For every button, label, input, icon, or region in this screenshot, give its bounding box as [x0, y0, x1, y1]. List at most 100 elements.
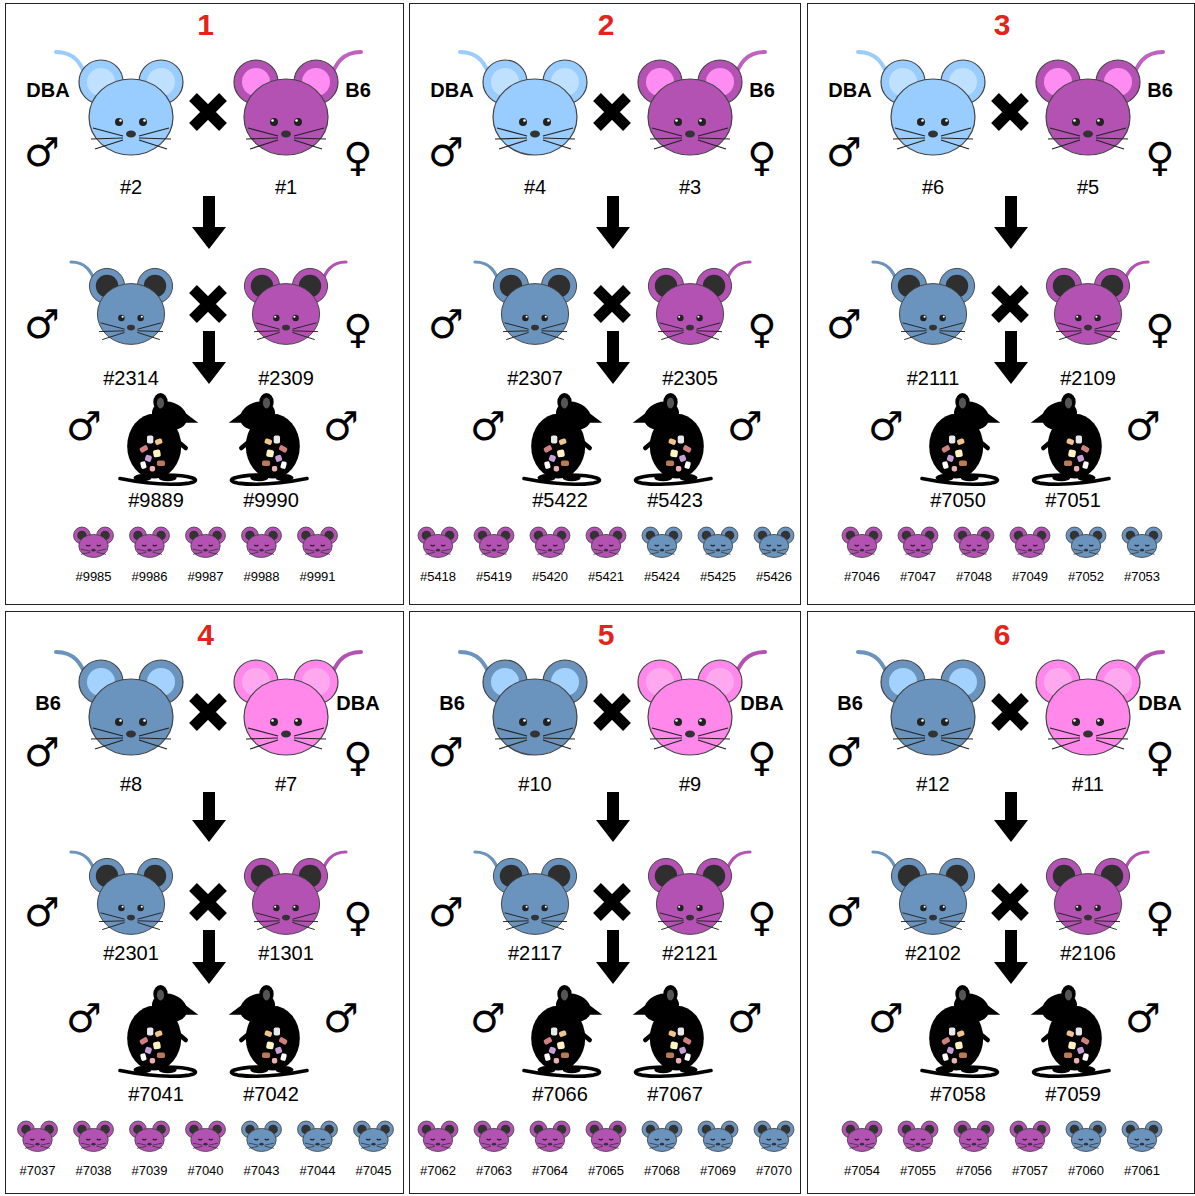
- sex-symbol: ♀: [747, 737, 776, 777]
- panel-number: 2: [598, 10, 615, 40]
- strain-label: DBA: [430, 79, 473, 102]
- cross-panel: 2DBAB6♂♀#4#3♂♀#2307#2305♂♂#5422#5423#541…: [409, 3, 801, 605]
- sex-symbol: ♂: [826, 132, 862, 172]
- mouse-id: #7066: [532, 1083, 588, 1106]
- cross-panel: 5B6DBA♂♀#10#9♂♀#2117#2121♂♂#7066#7067#70…: [409, 611, 801, 1194]
- sex-symbol: ♂: [66, 998, 102, 1038]
- sex-symbol: ♂: [24, 304, 60, 344]
- strain-label: B6: [749, 79, 775, 102]
- sex-symbol: ♂: [1125, 406, 1161, 446]
- sex-symbol: ♂: [428, 892, 464, 932]
- sex-symbol: ♀: [747, 897, 776, 937]
- pup-id: #7049: [1012, 570, 1048, 585]
- strain-label: DBA: [828, 79, 871, 102]
- strain-label: B6: [345, 79, 371, 102]
- strain-label: DBA: [740, 692, 783, 715]
- mouse-id: #2117: [508, 942, 562, 965]
- mouse-id: #2307: [507, 367, 563, 390]
- mouse-id: #5: [1077, 176, 1099, 199]
- strain-label: B6: [1147, 79, 1173, 102]
- sex-symbol: ♂: [826, 892, 862, 932]
- mouse-id: #7: [275, 773, 297, 796]
- sex-symbol: ♂: [24, 892, 60, 932]
- cross-panel: 6B6DBA♂♀#12#11♂♀#2102#2106♂♂#7058#7059#7…: [807, 611, 1195, 1194]
- pup-id: #7045: [355, 1164, 391, 1179]
- sex-symbol: ♂: [1125, 998, 1161, 1038]
- sex-symbol: ♂: [24, 732, 60, 772]
- strain-label: DBA: [336, 692, 379, 715]
- mouse-id: #2301: [103, 942, 159, 965]
- cross-panel: 4B6DBA♂♀#8#7♂♀#2301#1301♂♂#7041#7042#703…: [5, 611, 404, 1194]
- pup-id: #7044: [299, 1164, 335, 1179]
- pup-id: #7055: [900, 1164, 936, 1179]
- pup-id: #7052: [1068, 570, 1104, 585]
- pup-id: #5424: [644, 570, 680, 585]
- mouse-id: #4: [524, 176, 546, 199]
- mouse-id: #7059: [1045, 1083, 1101, 1106]
- sex-symbol: ♀: [1145, 737, 1174, 777]
- sex-symbol: ♀: [343, 737, 372, 777]
- sex-symbol: ♂: [470, 406, 506, 446]
- mouse-id: #9: [679, 773, 701, 796]
- pup-id: #7043: [243, 1164, 279, 1179]
- pup-id: #7046: [844, 570, 880, 585]
- panel-number: 3: [994, 10, 1011, 40]
- mouse-id: #2106: [1060, 942, 1116, 965]
- pup-id: #7037: [19, 1164, 55, 1179]
- pup-id: #7061: [1124, 1164, 1160, 1179]
- pup-id: #7062: [420, 1164, 456, 1179]
- sex-symbol: ♂: [323, 406, 359, 446]
- pup-id: #5418: [420, 570, 456, 585]
- mouse-id: #11: [1072, 773, 1104, 796]
- pup-id: #7064: [532, 1164, 568, 1179]
- mouse-id: #7058: [930, 1083, 986, 1106]
- strain-label: B6: [837, 692, 863, 715]
- pup-id: #7056: [956, 1164, 992, 1179]
- mouse-id: #1: [275, 176, 297, 199]
- strain-label: DBA: [26, 79, 69, 102]
- pup-id: #5426: [756, 570, 792, 585]
- pup-id: #5425: [700, 570, 736, 585]
- sex-symbol: ♀: [747, 137, 776, 177]
- sex-symbol: ♂: [826, 304, 862, 344]
- sex-symbol: ♂: [24, 132, 60, 172]
- sex-symbol: ♀: [343, 137, 372, 177]
- sex-symbol: ♂: [727, 998, 763, 1038]
- mouse-id: #2102: [905, 942, 961, 965]
- mouse-id: #7067: [647, 1083, 703, 1106]
- pup-id: #7048: [956, 570, 992, 585]
- pup-id: #5420: [532, 570, 568, 585]
- pup-id: #9987: [187, 570, 223, 585]
- mouse-id: #9990: [243, 489, 299, 512]
- mouse-id: #2: [120, 176, 142, 199]
- pup-id: #7054: [844, 1164, 880, 1179]
- pup-id: #9986: [131, 570, 167, 585]
- pup-id: #7057: [1012, 1164, 1048, 1179]
- pup-id: #7038: [75, 1164, 111, 1179]
- mouse-id: #7051: [1045, 489, 1101, 512]
- sex-symbol: ♂: [868, 406, 904, 446]
- mouse-id: #10: [518, 773, 551, 796]
- pup-id: #7047: [900, 570, 936, 585]
- mouse-id: #7050: [930, 489, 986, 512]
- sex-symbol: ♂: [428, 304, 464, 344]
- sex-symbol: ♀: [747, 309, 776, 349]
- sex-symbol: ♂: [868, 998, 904, 1038]
- sex-symbol: ♀: [1145, 309, 1174, 349]
- strain-label: DBA: [1138, 692, 1181, 715]
- panel-number: 5: [598, 620, 615, 650]
- sex-symbol: ♂: [66, 406, 102, 446]
- cross-panel: 3DBAB6♂♀#6#5♂♀#2111#2109♂♂#7050#7051#704…: [807, 3, 1195, 605]
- pup-id: #7053: [1124, 570, 1160, 585]
- cross-panel: 1DBAB6♂♀#2#1♂♀#2314#2309♂♂#9889#9990#998…: [5, 3, 404, 605]
- pup-id: #7040: [187, 1164, 223, 1179]
- pup-id: #9985: [75, 570, 111, 585]
- mouse-id: #5422: [532, 489, 588, 512]
- panel-number: 1: [197, 10, 214, 40]
- mouse-id: #1301: [258, 942, 314, 965]
- mouse-id: #9889: [128, 489, 184, 512]
- mouse-id: #7041: [128, 1083, 184, 1106]
- mouse-id: #12: [916, 773, 949, 796]
- breeding-illustration: [808, 612, 1195, 1195]
- pup-id: #7068: [644, 1164, 680, 1179]
